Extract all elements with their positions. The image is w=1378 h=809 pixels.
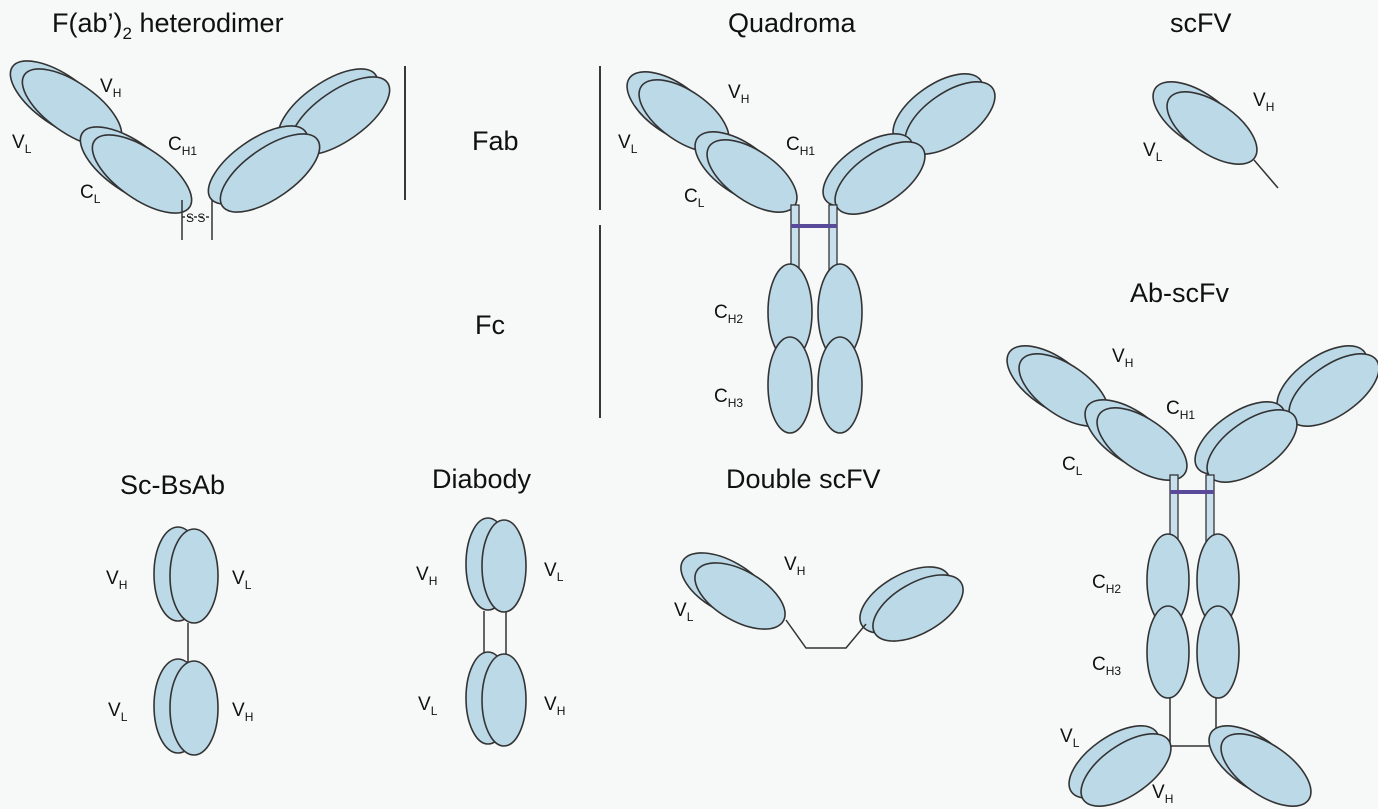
label-cl: CL: [1062, 454, 1083, 478]
scfv: VH VL: [1141, 68, 1278, 188]
label-vl: VL: [12, 132, 32, 156]
label-vl: VL: [544, 560, 564, 584]
label-vh-bottom: VH: [1152, 782, 1173, 806]
title-diabody: Diabody: [432, 464, 532, 494]
label-vh-lower: VH: [232, 700, 253, 724]
sc-bsab: VH VL VL VH: [106, 527, 253, 755]
linker-tail: [1254, 160, 1278, 188]
domain-vh-bottom: [482, 654, 526, 746]
title-ab-scfv: Ab-scFv: [1130, 278, 1230, 308]
label-cl: CL: [80, 182, 101, 206]
quadroma: VH VL CH1 CL CH2 CH3: [615, 58, 1007, 433]
label-vh: VH: [1112, 346, 1133, 370]
fab2-heterodimer: S S VH VL CH1 CL: [0, 46, 402, 240]
domain-vh-bottom: [170, 661, 218, 755]
label-vh: VH: [1253, 90, 1274, 114]
title-sc-bsab: Sc-BsAb: [120, 470, 225, 500]
label-ch3: CH3: [714, 386, 743, 410]
domain-ch3-left: [1147, 606, 1189, 698]
label-vh: VH: [100, 76, 121, 100]
domain-vl-top: [170, 529, 218, 623]
label-ch1: CH1: [168, 134, 197, 158]
label-vh: VH: [106, 568, 127, 592]
label-vl: VL: [1143, 140, 1163, 164]
label-vh-lower: VH: [544, 694, 565, 718]
domain-vl-top: [482, 520, 526, 612]
fab2-right-arm: [196, 54, 402, 226]
label-vh: VH: [784, 554, 805, 578]
ab-scfv: VH CH1 CL CH2 CH3 VL VH: [995, 332, 1378, 809]
label-vl-bottom: VL: [1060, 726, 1080, 750]
label-ch1: CH1: [786, 134, 815, 158]
domain-ch3-right: [1197, 606, 1239, 698]
label-vh: VH: [728, 82, 749, 106]
label-vl: VL: [232, 568, 252, 592]
disulfide-label: S S: [186, 211, 205, 225]
domain-ch3-left: [768, 337, 812, 433]
label-vl-lower: VL: [108, 700, 128, 724]
label-vh: VH: [416, 564, 437, 588]
label-vl: VL: [618, 132, 638, 156]
title-fab2-heterodimer: F(ab’)2 heterodimer: [52, 8, 284, 43]
linker: [786, 620, 866, 648]
title-quadroma: Quadroma: [728, 8, 857, 38]
diabody: VH VL VL VH: [416, 518, 565, 746]
double-scfv: VH VL: [670, 539, 974, 654]
label-ch3: CH3: [1092, 654, 1121, 678]
domain-ch3-right: [818, 337, 862, 433]
region-label-fc: Fc: [475, 310, 505, 340]
label-cl: CL: [684, 186, 705, 210]
label-ch2: CH2: [1092, 572, 1121, 596]
label-ch2: CH2: [714, 302, 743, 326]
title-scfv: scFV: [1170, 8, 1232, 38]
label-vl: VL: [674, 600, 694, 624]
title-double-scfv: Double scFV: [726, 464, 881, 494]
label-ch1: CH1: [1166, 398, 1195, 422]
label-vl-lower: VL: [418, 694, 438, 718]
region-label-fab: Fab: [472, 126, 519, 156]
